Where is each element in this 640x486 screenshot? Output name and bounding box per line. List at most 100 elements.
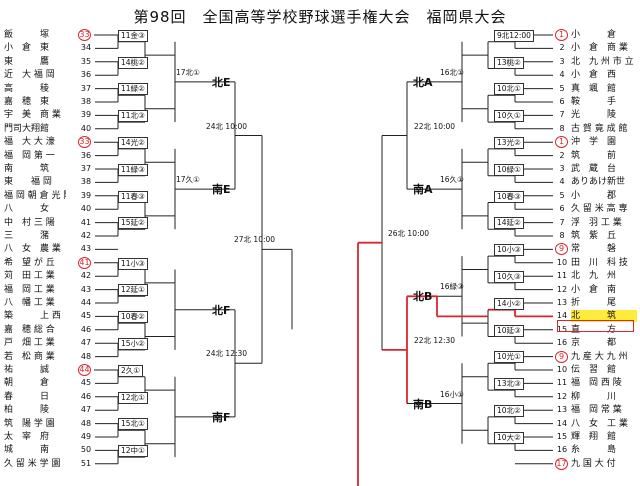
block-label: 南F bbox=[212, 410, 231, 424]
team-number: 6 bbox=[559, 204, 565, 214]
game-box: 10小③ bbox=[494, 244, 524, 257]
game-box: 9北12:00 bbox=[494, 29, 534, 42]
team-number: 40 bbox=[80, 123, 92, 133]
team-name: 南 筑 bbox=[4, 164, 50, 174]
game-box: 11金③ bbox=[118, 29, 148, 42]
seed-number: 17 bbox=[555, 457, 568, 470]
team-number: 11 bbox=[556, 271, 568, 281]
team-name: 輝 翔 館 bbox=[571, 432, 617, 442]
seed-number: 1 bbox=[555, 136, 568, 149]
game-slot: 16北① bbox=[440, 67, 464, 77]
team-name: 小 倉 bbox=[571, 30, 617, 40]
seed-number: 1 bbox=[555, 29, 568, 41]
team-number: 41 bbox=[80, 217, 92, 227]
team-number: 14 bbox=[556, 418, 568, 428]
team-number: 2 bbox=[559, 150, 565, 160]
team-name: 朝 倉 bbox=[4, 378, 50, 389]
block-label: 北B bbox=[413, 290, 433, 304]
seed-number: 9 bbox=[555, 350, 568, 363]
team-number: 34 bbox=[80, 43, 92, 53]
game-box: 11春③ bbox=[118, 190, 148, 203]
seed-number: 33 bbox=[78, 136, 91, 149]
team-name: ありあけ新世 bbox=[571, 177, 626, 188]
team-name: 北 九 州 市 立 bbox=[571, 56, 634, 67]
team-name: 北 九 州 bbox=[571, 271, 617, 282]
game-box: 11北③ bbox=[118, 110, 148, 123]
team-name: 八 女 工 業 bbox=[571, 418, 628, 429]
game-box: 15北① bbox=[118, 418, 148, 431]
game-box: 10延③ bbox=[494, 324, 524, 337]
game-box: 11緑② bbox=[118, 83, 148, 96]
team-number: 44 bbox=[80, 298, 92, 307]
team-name: 小 倉 商 業 bbox=[571, 43, 628, 54]
game-slot: 26北 10:00 bbox=[388, 228, 430, 238]
game-box: 10久③ bbox=[494, 270, 524, 283]
team-number: 11 bbox=[556, 378, 568, 388]
block-label: 北F bbox=[212, 303, 231, 317]
team-name: 糸 島 bbox=[571, 445, 617, 456]
team-name: 春 日 bbox=[4, 391, 50, 402]
block-label: 南A bbox=[413, 183, 433, 197]
team-number: 12 bbox=[556, 391, 568, 401]
team-number: 46 bbox=[80, 324, 92, 334]
team-number: 12 bbox=[556, 284, 568, 294]
team-number: 16 bbox=[556, 445, 568, 455]
team-number: 47 bbox=[80, 338, 92, 348]
game-box: 10北① bbox=[494, 83, 524, 96]
game-slot: 22北 12:30 bbox=[414, 335, 456, 345]
team-name: 小 郡 bbox=[571, 190, 617, 201]
team-name: 八 幡 工 業 bbox=[4, 298, 55, 308]
game-slot: 16久① bbox=[440, 175, 464, 185]
team-number: 39 bbox=[80, 110, 92, 120]
team-name: 柏 陵 bbox=[4, 405, 50, 416]
team-number: 14 bbox=[556, 311, 568, 321]
team-name: 若 松 商 業 bbox=[4, 351, 55, 362]
game-box: 14光② bbox=[118, 136, 148, 149]
game-box: 15延② bbox=[118, 217, 148, 230]
team-name: 柳 川 bbox=[571, 391, 617, 402]
game-box: 2久① bbox=[118, 364, 143, 377]
game-box: 11緑③ bbox=[118, 163, 148, 176]
game-slot: 24北 12:30 bbox=[206, 349, 248, 359]
game-box: 14桃② bbox=[118, 56, 148, 69]
game-box: 10緑① bbox=[494, 163, 524, 176]
team-number: 42 bbox=[80, 271, 92, 281]
block-label: 北E bbox=[212, 75, 231, 89]
game-slot: 17久① bbox=[176, 175, 200, 185]
block-label: 南E bbox=[212, 183, 231, 197]
team-number: 43 bbox=[80, 284, 92, 294]
team-name: 福 岡 朝 倉 光 陽 bbox=[4, 190, 66, 201]
team-name: 福 岡 工 業 bbox=[4, 284, 55, 295]
team-name: 福 岡 第 一 bbox=[4, 150, 55, 161]
team-name: 小 倉 南 bbox=[571, 284, 617, 295]
team-number: 46 bbox=[80, 391, 92, 401]
team-number: 51 bbox=[80, 458, 92, 468]
team-name: 直 方 bbox=[571, 324, 617, 335]
team-name: 沖 学 園 bbox=[571, 137, 617, 148]
team-name: 飯 塚 bbox=[4, 30, 50, 40]
team-number: 8 bbox=[559, 231, 565, 240]
seed-number: 41 bbox=[78, 256, 91, 269]
game-slot: 27北 10:00 bbox=[234, 235, 276, 245]
game-box: 13桃② bbox=[494, 56, 524, 69]
team-number: 40 bbox=[80, 204, 92, 214]
team-number: 38 bbox=[80, 97, 92, 106]
team-number: 36 bbox=[80, 150, 92, 160]
team-number: 3 bbox=[559, 164, 565, 173]
game-slot: 16緑③ bbox=[440, 282, 464, 292]
team-name: 筑 前 bbox=[571, 150, 617, 161]
team-name: 福 岡 常 葉 bbox=[571, 405, 622, 416]
team-number: 6 bbox=[559, 97, 565, 106]
team-number: 48 bbox=[80, 418, 92, 428]
team-name: 中 村 三 陽 bbox=[4, 217, 55, 228]
game-box: 11小③ bbox=[118, 257, 148, 270]
team-number: 35 bbox=[80, 56, 92, 66]
team-name: 八 女 農 業 bbox=[4, 244, 61, 255]
game-box: 10春② bbox=[118, 311, 148, 324]
team-name: 門司大翔館 bbox=[4, 123, 50, 134]
game-box: 10光① bbox=[494, 351, 524, 364]
team-name: 京 都 bbox=[571, 338, 617, 349]
team-number: 7 bbox=[559, 217, 565, 227]
team-name: 久 留 米 学 園 bbox=[4, 458, 61, 469]
